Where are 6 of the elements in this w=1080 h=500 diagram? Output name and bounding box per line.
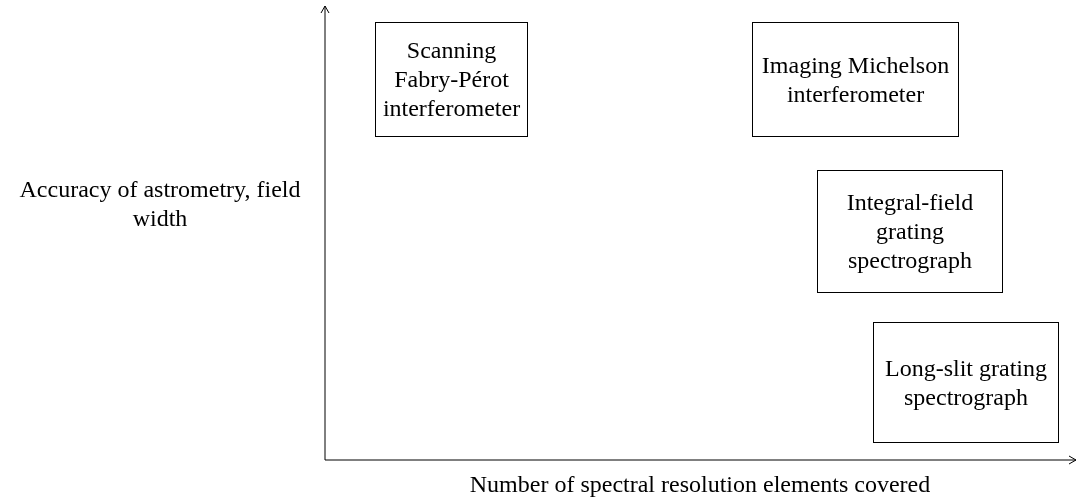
instrument-box: Imaging Michelson interferometer	[752, 22, 959, 137]
instrument-box: Scanning Fabry-Pérot interferometer	[375, 22, 528, 137]
y-axis-label: Accuracy of astrometry, field width	[18, 175, 302, 233]
x-axis-label: Number of spectral resolution elements covered	[468, 470, 932, 499]
instrument-box: Integral-field grating spectrograph	[817, 170, 1003, 293]
instrument-box: Long-slit grating spectrograph	[873, 322, 1059, 443]
